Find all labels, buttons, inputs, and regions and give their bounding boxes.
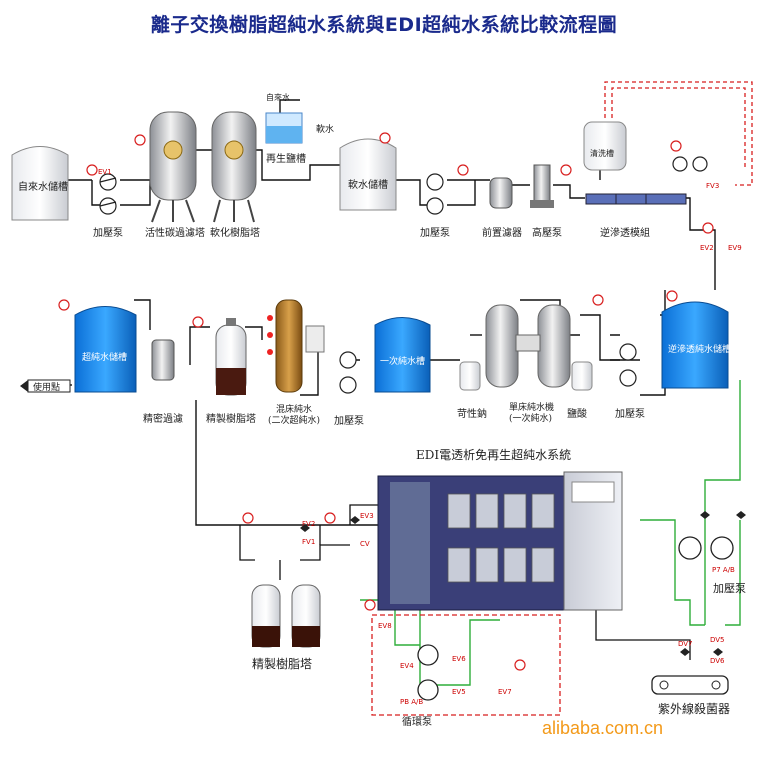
label-caustic: 苛性鈉 (457, 409, 487, 420)
tag-dv5: DV5 (710, 636, 725, 644)
tag-ev4: EV4 (400, 662, 414, 670)
tag-fv1: FV1 (302, 538, 316, 546)
prefilter (489, 177, 513, 209)
label-upw-tank: 超純水儲槽 (82, 353, 128, 363)
raw-water-tank (11, 146, 69, 221)
label-mixed-bed: 混床純水 (276, 405, 313, 415)
booster-pump-2 (426, 173, 444, 215)
hp-pump (530, 164, 554, 208)
diagram-title: 離子交換樹脂超純水系統與EDI超純水系統比較流程圖 (150, 14, 618, 36)
label-regen-salt: 再生鹽槽 (266, 154, 306, 165)
upw-tank (74, 306, 137, 393)
watermark: alibaba.com.cn (542, 718, 664, 738)
regen-salt-tank (265, 112, 303, 144)
label-prefilter: 前置濾器 (482, 228, 522, 239)
booster-pump-3 (619, 343, 637, 387)
label-booster-pump-5: 加壓泵 (713, 582, 746, 595)
label-polish-resin-2: 精製樹脂塔 (252, 657, 313, 671)
edi-system-title: EDI電透析免再生超純水系統 (416, 448, 572, 462)
booster-pump-1 (99, 173, 117, 215)
tag-ev5: EV5 (452, 688, 466, 696)
tag-ev1: EV1 (98, 168, 112, 176)
use-point-arrow (20, 379, 71, 393)
soft-water-tank (339, 138, 397, 211)
tag-fv3: FV3 (706, 182, 720, 190)
label-polish-resin: 精製樹脂塔 (206, 414, 256, 425)
primary-pure-tank (374, 317, 431, 393)
label-soft-water: 軟水 (316, 125, 335, 135)
tag-cv: CV (360, 540, 370, 548)
ro-recycle-red (604, 81, 753, 186)
label-dual-bed-sub: (一次純水) (509, 414, 553, 424)
edi-loop-green (360, 380, 741, 686)
edi-skid (377, 471, 623, 611)
label-ro-tank: 逆滲透純水儲槽 (668, 345, 732, 355)
tag-ev2: EV2 (700, 244, 714, 252)
label-hp-pump: 高壓泵 (532, 228, 562, 239)
label-uv: 紫外線殺菌器 (658, 702, 731, 716)
label-booster-pump-4: 加壓泵 (334, 416, 364, 427)
pipes-row3 (239, 504, 691, 660)
booster-pump-4 (339, 351, 357, 394)
label-ro-modules: 逆滲透模組 (600, 228, 650, 239)
label-precision-filter: 精密過濾 (143, 414, 183, 425)
precision-filter (151, 339, 175, 381)
label-raw-tank: 自來水儲槽 (18, 182, 68, 193)
label-booster-pump-3: 加壓泵 (615, 409, 645, 420)
tag-ev9: EV9 (728, 244, 742, 252)
tag-dv7: DV7 (678, 640, 693, 648)
label-salt: 鹽酸 (567, 409, 587, 420)
mixed-bed-column (267, 299, 325, 393)
label-cleaning-tank: 清洗槽 (590, 149, 614, 158)
booster-pump-5 (678, 536, 734, 560)
label-booster-pump-1: 加壓泵 (93, 228, 123, 239)
label-tap-water: 自來水 (266, 93, 290, 102)
label-soft-tank: 軟水儲槽 (348, 180, 388, 191)
tag-p7: P7 A/B (712, 566, 735, 574)
carbon-filter (149, 111, 197, 223)
chemical-tanks (459, 361, 593, 391)
ro-side-pumps (672, 156, 708, 172)
dual-bed-unit (485, 304, 571, 388)
label-softener: 軟化樹脂塔 (210, 228, 260, 239)
label-booster-pump-2: 加壓泵 (420, 228, 450, 239)
circulation-pumps (417, 644, 439, 701)
tag-fv2: FV2 (302, 520, 316, 528)
tag-pb: PB A/B (400, 698, 424, 706)
tag-dv6: DV6 (710, 657, 725, 665)
label-use-point: 使用點 (33, 383, 61, 393)
pressure-gauges (58, 132, 714, 671)
label-circ-pump: 循環泵 (402, 717, 432, 728)
softener-tower (211, 111, 257, 223)
tag-ev3: EV3 (360, 512, 374, 520)
label-carbon-filter: 活性碳過濾塔 (145, 228, 205, 239)
label-primary-tank: 一次純水槽 (380, 357, 426, 367)
ro-modules (585, 193, 687, 205)
ro-product-tank (661, 301, 729, 389)
label-mixed-bed-sub: (二次超純水) (268, 416, 321, 426)
uv-sterilizer (651, 675, 729, 695)
tag-ev8: EV8 (378, 622, 392, 630)
cleaning-tank (583, 121, 627, 171)
polish-resin-twin (251, 584, 321, 648)
small-valves (300, 511, 746, 656)
circ-loop-red (371, 614, 561, 716)
tag-ev6: EV6 (452, 655, 466, 663)
label-dual-bed: 單床純水機 (509, 403, 555, 413)
tag-ev7: EV7 (498, 688, 512, 696)
polish-resin-tower (215, 318, 247, 396)
